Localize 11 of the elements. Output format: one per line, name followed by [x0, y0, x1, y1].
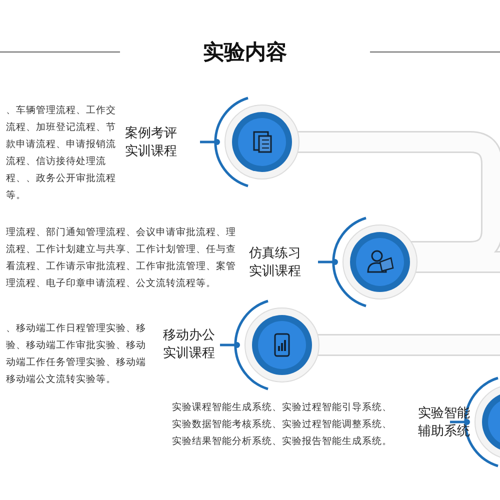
course-title: 移动办公实训课程: [163, 327, 216, 363]
course-title: 仿真练习实训课程: [249, 245, 302, 281]
circle-badge: [244, 307, 320, 383]
course-title: 案例考评实训课程: [125, 125, 178, 161]
circle-badge: [342, 224, 418, 300]
description-text: 、移动端工作日程管理实验、移验、移动端工作审批实验、移动动端工作任务管理实验、移动端移动端公文流转实验等。: [6, 322, 146, 387]
description-text: 理流程、部门通知管理流程、会议申请审批流程、理流程、工作计划建立与共享、工作计划管理、任与查看流程、工作请示审批流程、工作审批流管理、案管理流程、电子印章申请流程、公文流转流程等。: [6, 226, 237, 291]
circle-badge: [224, 104, 300, 180]
description-text: 、车辆管理流程、工作交流程、加班登记流程、节款申请流程、申请报销流流程、信访接待处理流程、、政务公开审批流程等。: [6, 104, 117, 203]
title: 实验内容: [202, 39, 288, 66]
description-text: 实验课程智能生成系统、实验过程智能引导系统、实验数据智能考核系统、实验过程智能调整系统、实验结果智能分析系统、实验报告智能生成系统。: [172, 401, 393, 449]
